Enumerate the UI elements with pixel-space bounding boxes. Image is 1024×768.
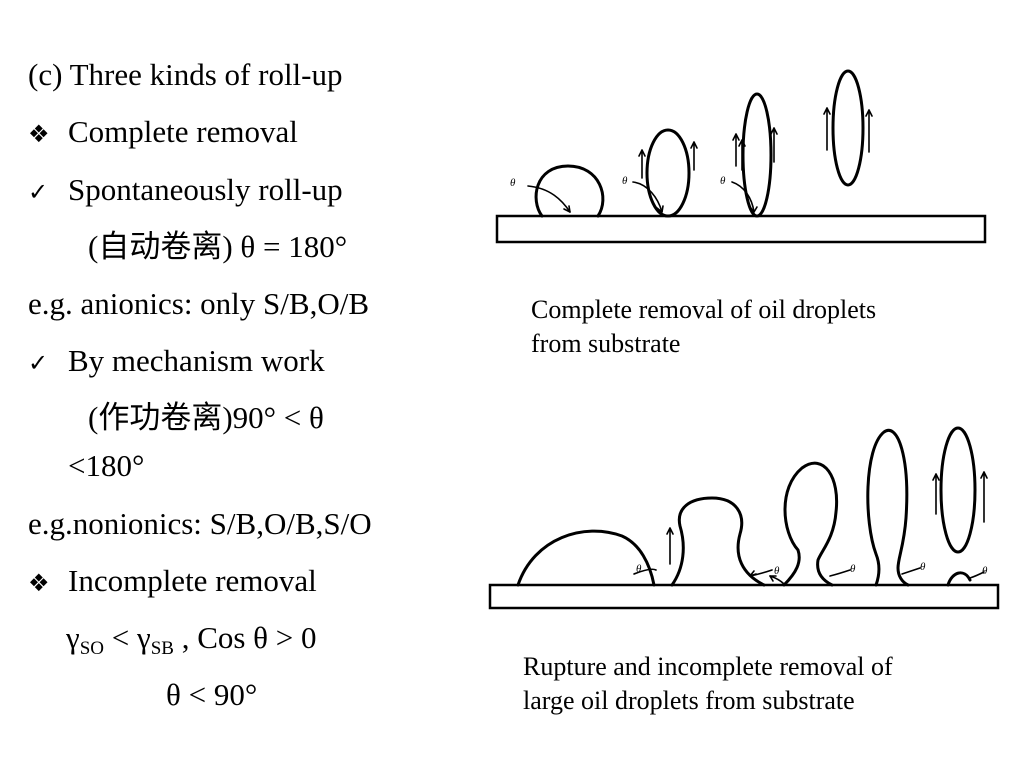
arrowhead [656,205,664,213]
oil-droplet [782,461,839,587]
bullet-complete-removal: ❖ Complete removal [28,114,298,152]
oil-droplet [939,426,977,554]
subscript-sb: SB [150,638,174,659]
top-caption-line1: Complete removal of oil droplets [531,295,877,324]
substrate-bar [495,214,987,244]
heading: (c) Three kinds of roll-up [28,57,343,92]
example-nonionics: e.g.nonionics: S/B,O/B,S/O [28,506,372,541]
oil-droplet [645,128,691,218]
top-caption: Complete removal of oil droplets from su… [531,293,876,361]
bottom-caption-line1: Rupture and incomplete removal of [523,652,893,681]
theta-label: θ [982,565,988,577]
theta-label: θ [720,175,726,187]
mechanism-range-end: <180° [68,448,145,483]
complete-removal-label: Complete removal [68,114,298,149]
bottom-caption-line2: large oil droplets from substrate [523,686,855,715]
theta-label: θ [920,561,926,573]
checkmark-bullet-icon: ✓ [28,178,49,206]
bullet-incomplete-removal: ❖ Incomplete removal [28,563,317,601]
contact-angle-arrow [527,185,571,213]
mechanism-cn: (作功卷离)90° < θ [88,400,324,435]
oil-droplet [831,69,865,187]
gamma-symbol: γ [66,620,80,655]
example-anionics: e.g. anionics: only S/B,O/B [28,286,369,321]
arrowhead [769,575,777,582]
theta-label: θ [636,563,642,575]
gamma-condition: γSO < γSB , Cos θ > 0 [66,620,317,659]
contact-angle-arrow [731,181,755,213]
upward-arrow [865,109,873,153]
arrowhead [749,206,758,213]
upward-arrow [638,149,646,179]
oil-droplet [516,529,656,587]
arrowhead [563,205,571,213]
contact-angle-arrow [633,568,657,575]
bullet-spontaneous: ✓ Spontaneously roll-up [28,172,343,210]
checkmark-bullet-icon: ✓ [28,349,49,377]
arrowhead [749,570,757,577]
bullet-mechanism: ✓ By mechanism work [28,343,325,381]
top-caption-line2: from substrate [531,329,681,358]
upward-arrow [690,141,698,171]
gamma-lt: < γ [104,620,151,655]
upward-arrow [980,471,988,523]
theta-condition: θ < 90° [166,677,258,712]
incomplete-removal-diagram: θ θ θ θ θ [488,426,1000,610]
oil-droplet [866,428,910,587]
theta-label: θ [774,565,780,577]
diamond-bullet-icon: ❖ [28,569,50,597]
spontaneous-cn: (自动卷离) θ = 180° [88,229,348,264]
theta-label: θ [510,177,516,189]
upward-arrow [738,139,746,171]
contact-angle-arrow [901,567,921,575]
diamond-bullet-icon: ❖ [28,120,50,148]
oil-residue [946,571,972,587]
theta-label: θ [850,563,856,575]
upward-arrow [932,473,940,515]
cos-condition: , Cos θ > 0 [173,620,317,655]
substrate-bar [488,583,1000,610]
mechanism-label: By mechanism work [68,343,325,378]
contact-angle-arrow [829,569,851,577]
oil-droplet [670,496,766,587]
bottom-caption: Rupture and incomplete removal of large … [523,650,893,718]
oil-droplet [741,92,773,218]
upward-arrow [666,527,674,565]
upward-arrow [823,107,831,151]
incomplete-removal-label: Incomplete removal [68,563,317,598]
upward-arrow [770,127,778,163]
complete-removal-diagram: θ θ θ [495,69,987,244]
subscript-so: SO [79,638,104,659]
theta-label: θ [622,175,628,187]
spontaneous-label: Spontaneously roll-up [68,172,343,207]
oil-droplet [534,164,605,218]
upward-arrow [732,133,740,167]
contact-angle-arrow [969,571,985,579]
contact-angle-arrow [632,181,663,213]
